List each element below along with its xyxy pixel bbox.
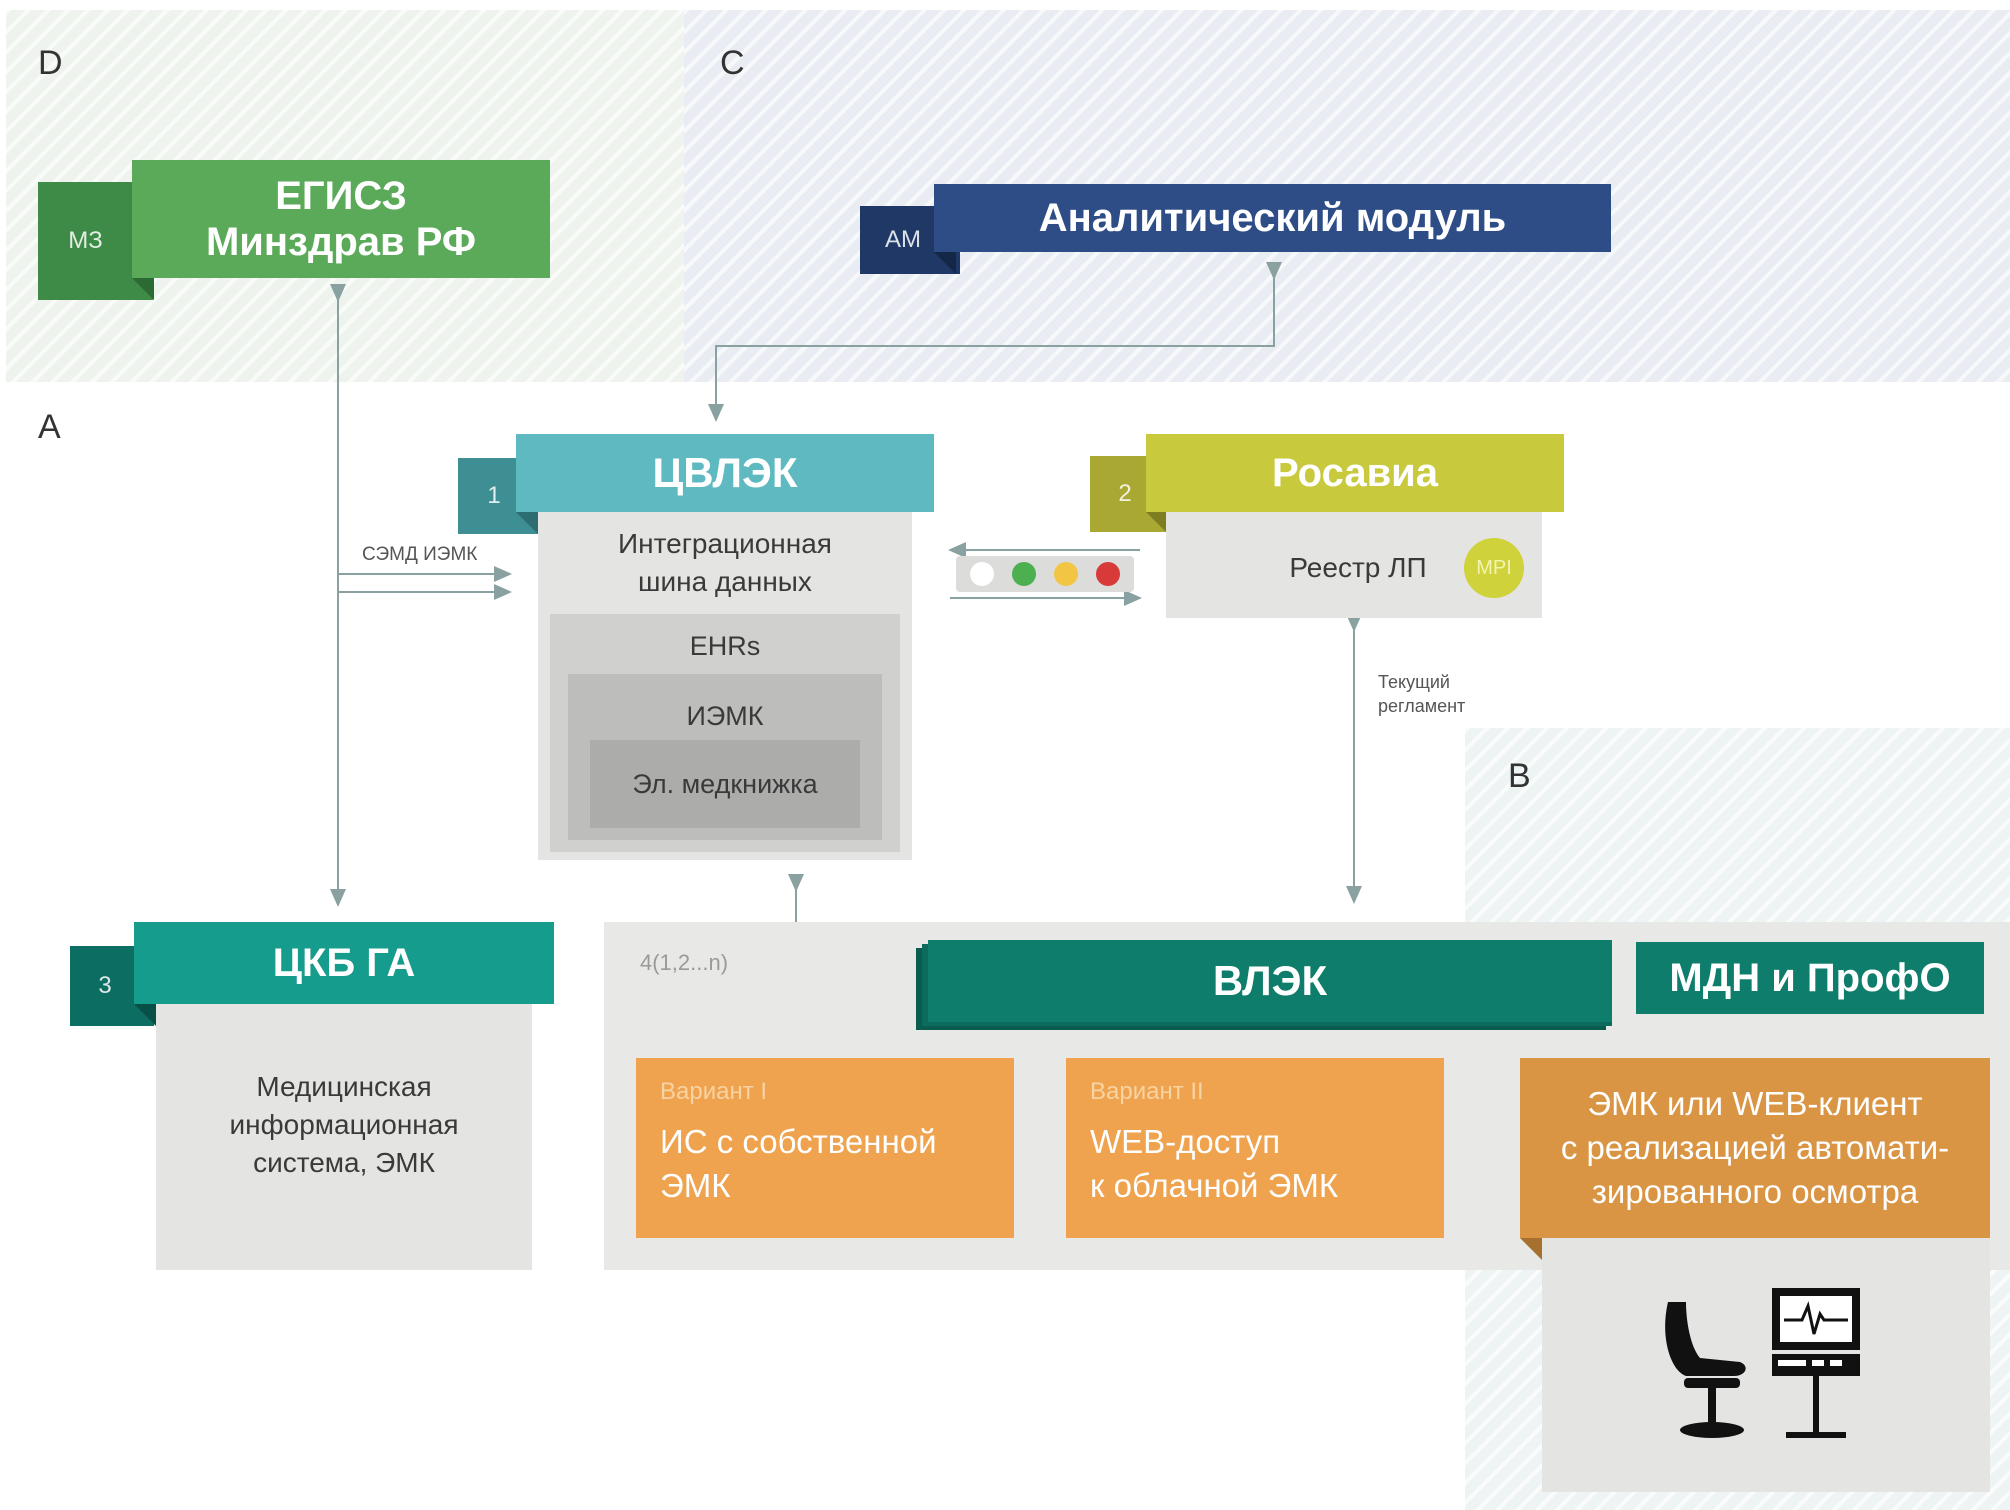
am-banner[interactable]: Аналитический модуль <box>934 184 1611 252</box>
emk-card[interactable]: ЭМК или WEB-клиент с реализацией автомат… <box>1520 1058 1990 1238</box>
ckb-body <box>156 1004 532 1270</box>
am-cvlek-line <box>708 262 1282 422</box>
bus-line2: шина данных <box>638 566 812 597</box>
vlek-banner[interactable]: ВЛЭК <box>928 940 1612 1022</box>
status-dot-white <box>970 562 994 586</box>
exam-station-panel <box>1542 1238 1990 1492</box>
monitor-ecg-icon <box>1772 1288 1860 1438</box>
mpi-badge: MPI <box>1464 538 1524 598</box>
semd-label: СЭМД ИЭМК <box>362 544 478 565</box>
status-dot-red <box>1096 562 1120 586</box>
egisz-subtitle: Минздрав РФ <box>205 220 477 264</box>
variant2-line2: к облачной ЭМК <box>1090 1167 1339 1204</box>
emk-line2: с реализацией автомати- <box>1560 1129 1950 1166</box>
am-title: Аналитический модуль <box>1038 195 1507 240</box>
status-dot-green <box>1012 562 1036 586</box>
rosavia-title: Росавиа <box>1272 450 1438 495</box>
ckb-fold <box>134 1004 156 1026</box>
medbook-label: Эл. медкнижка <box>632 768 818 799</box>
am-fold <box>934 252 956 274</box>
egisz-fold <box>132 278 154 300</box>
egisz-title: ЕГИСЗ <box>275 174 407 218</box>
regulation-line2: регламент <box>1378 696 1466 716</box>
ckb-desc-line1: Медицинская <box>256 1071 432 1102</box>
chair-icon <box>1665 1302 1746 1438</box>
zone-label-b: B <box>1508 757 1531 795</box>
cvlek-banner[interactable]: ЦВЛЭК <box>516 434 934 512</box>
medbook-box: Эл. медкнижка <box>590 740 860 828</box>
iemk-label: ИЭМК <box>686 700 764 731</box>
ckb-title: ЦКБ ГА <box>272 940 416 985</box>
ckb-desc-line3: система, ЭМК <box>253 1147 435 1178</box>
ehrs-label: EHRs <box>689 630 761 661</box>
variant2-card[interactable]: Вариант II WEB-доступ к облачной ЭМК <box>1066 1058 1444 1238</box>
mdn-banner[interactable]: МДН и ПрофО <box>1636 942 1984 1014</box>
emk-fold <box>1520 1238 1542 1260</box>
cvlek-title: ЦВЛЭК <box>652 449 798 496</box>
vlek-title: ВЛЭК <box>1212 957 1328 1004</box>
ckb-description: Медицинская информационная система, ЭМК <box>156 1060 532 1190</box>
cvlek-fold <box>516 512 538 534</box>
emk-line1: ЭМК или WEB-клиент <box>1587 1085 1923 1122</box>
zone-label-c: C <box>720 44 745 82</box>
vlek-counter: 4(1,2...n) <box>640 950 729 975</box>
registry-label: Реестр ЛП <box>1289 552 1427 583</box>
zone-label-a: A <box>38 408 61 446</box>
ckb-desc-line2: информационная <box>229 1109 459 1140</box>
variant2-line1: WEB-доступ <box>1090 1123 1281 1160</box>
zone-label-d: D <box>38 44 63 82</box>
status-dot-yellow <box>1054 562 1078 586</box>
mdn-title: МДН и ПрофО <box>1669 955 1951 1000</box>
ckb-banner[interactable]: ЦКБ ГА <box>134 922 554 1004</box>
rosavia-fold <box>1146 512 1168 534</box>
variant1-card[interactable]: Вариант I ИС с собственной ЭМК <box>636 1058 1014 1238</box>
regulation-line1: Текущий <box>1378 672 1450 692</box>
variant1-line1: ИС с собственной <box>660 1123 937 1160</box>
variant1-line2: ЭМК <box>660 1167 731 1204</box>
bus-line1: Интеграционная <box>618 528 832 559</box>
rosavia-banner[interactable]: Росавиа <box>1146 434 1564 512</box>
variant1-label: Вариант I <box>660 1078 768 1105</box>
regulation-label: Текущий регламент <box>1378 670 1465 718</box>
egisz-banner[interactable]: ЕГИСЗ Минздрав РФ <box>132 160 550 278</box>
variant2-label: Вариант II <box>1090 1078 1204 1105</box>
integration-bus-label: Интеграционная шина данных <box>538 522 912 604</box>
emk-line3: зированного осмотра <box>1591 1173 1919 1210</box>
